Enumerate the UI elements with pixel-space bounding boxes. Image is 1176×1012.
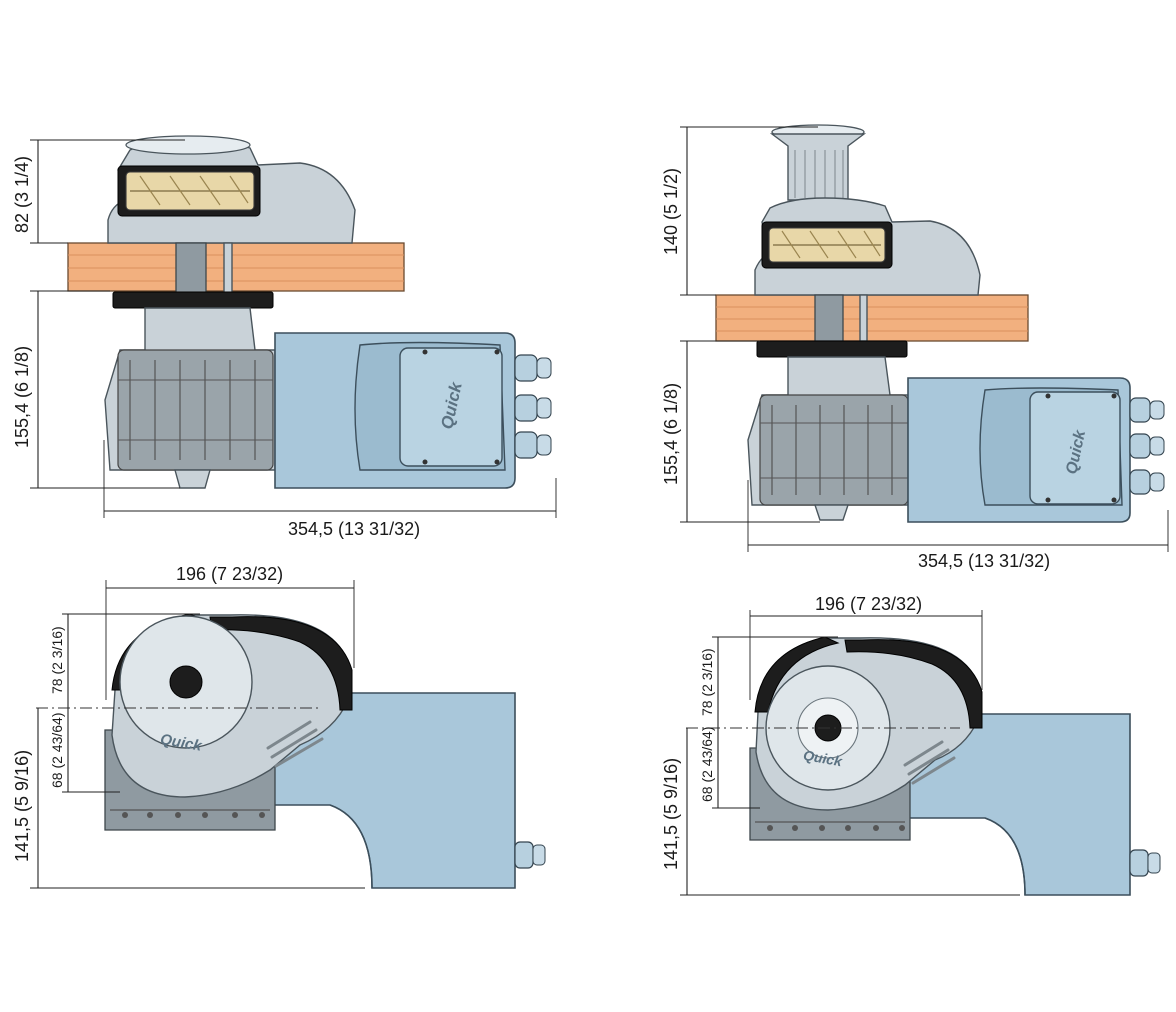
dim-h2: 68 (2 43/64) [49,713,65,789]
cable-gland [514,431,538,459]
dim-height-top: 82 (3 1/4) [12,156,32,233]
dim-width: 354,5 (13 31/32) [918,551,1050,571]
cable-gland [1129,397,1151,423]
view-top-drum: Quick 196 (7 23/32) 78 (2 3/16) 68 (2 43… [661,594,1161,896]
dim-h2: 68 (2 43/64) [699,727,715,803]
view-top-gypsy: Quick 196 (7 23/32) 78 (2 3/16) 68 (2 43… [12,564,546,889]
view-side-gypsy: Quick 82 (3 1/4) 155,4 (6 1/8) 354,5 (13… [12,135,557,539]
dim-h1: 78 (2 3/16) [49,626,65,694]
capstan-drum [769,133,867,201]
dim-height-bottom: 155,4 (6 1/8) [661,383,681,485]
deck-plank [67,242,405,292]
cable-gland [514,841,534,869]
dim-h1: 78 (2 3/16) [699,648,715,716]
deck-plank [715,294,1029,342]
cable-gland [1129,469,1151,495]
dim-width: 196 (7 23/32) [176,564,283,584]
quick-logo: Quick [802,747,844,770]
view-side-drum: Quick 140 (5 1/2) 155,4 (6 1/8) 354,5 (1… [661,124,1169,571]
dim-height-top: 140 (5 1/2) [661,168,681,255]
dim-h3: 141,5 (5 9/16) [661,758,681,870]
dim-h3: 141,5 (5 9/16) [12,750,32,862]
dim-width: 354,5 (13 31/32) [288,519,420,539]
winch-socket [169,665,203,699]
cable-gland [514,394,538,422]
cable-gland [1129,849,1149,877]
cable-gland [1129,433,1151,459]
dim-width: 196 (7 23/32) [815,594,922,614]
dim-height-bottom: 155,4 (6 1/8) [12,346,32,448]
cable-gland [514,354,538,382]
